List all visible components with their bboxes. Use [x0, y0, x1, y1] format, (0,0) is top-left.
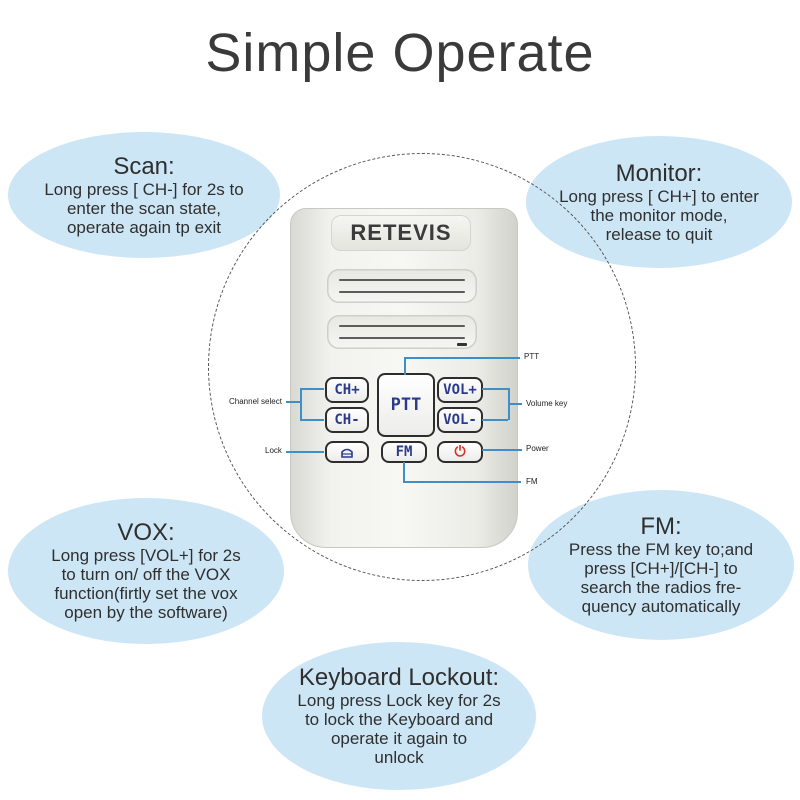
vox-heading: VOX: [117, 519, 175, 546]
speaker-grille-bottom [327, 315, 477, 349]
lock-key[interactable] [325, 441, 369, 463]
monitor-line-1: Long press [ CH+] to enter [559, 186, 759, 206]
fm-line-2: press [CH+]/[CH-] to [584, 559, 738, 578]
channel-callout-line-top [300, 388, 324, 390]
power-icon: ⏻ [454, 444, 466, 460]
keyboard-line-4: unlock [374, 748, 424, 767]
ptt-key[interactable]: PTT [377, 373, 435, 437]
channel-callout-line-h [286, 401, 300, 403]
scan-bubble: Scan: Long press [ CH-] for 2s to enter … [8, 132, 280, 258]
scan-line-3: operate again tp exit [66, 217, 222, 237]
lock-callout-line [286, 451, 324, 453]
vox-line-4: open by the software) [64, 603, 228, 622]
keyboard-line-3: operate it again to [330, 729, 468, 748]
fm-line-4: quency automatically [581, 597, 741, 616]
ptt-callout-label: PTT [524, 352, 540, 361]
keyboard-line-2: to lock the Keyboard and [304, 710, 494, 729]
brand-logo: RETEVIS [350, 220, 452, 245]
monitor-line-2: the monitor mode, [590, 205, 728, 225]
power-key[interactable]: ⏻ [437, 441, 483, 463]
volume-callout-line-h [508, 403, 522, 405]
lock-icon [341, 448, 353, 458]
fm-callout-line-h [403, 481, 521, 483]
vol-minus-key[interactable]: VOL- [437, 407, 483, 433]
keyboard-line-1: Long press Lock key for 2s [297, 691, 501, 710]
power-callout-label: Power [526, 444, 549, 453]
keyboard-heading: Keyboard Lockout: [298, 664, 500, 691]
scan-line-1: Long press [ CH-] for 2s to [44, 179, 244, 199]
ptt-callout-line-v [404, 357, 406, 375]
vol-plus-key[interactable]: VOL+ [437, 377, 483, 403]
channel-callout-line-v [300, 388, 302, 420]
channel-callout-label: Channel select [229, 397, 282, 406]
scan-line-2: enter the scan state, [66, 198, 222, 218]
ch-plus-key[interactable]: CH+ [325, 377, 369, 403]
radio-device: RETEVIS CH+ CH- PTT VOL+ VOL- FM ⏻ [290, 208, 518, 548]
fm-line-1: Press the FM key to;and [568, 540, 754, 559]
dashed-circle [208, 153, 636, 581]
volume-callout-label: Volume key [526, 399, 568, 408]
ch-minus-key[interactable]: CH- [325, 407, 369, 433]
indicator-led [457, 343, 467, 346]
volume-callout-line-bottom [482, 419, 508, 421]
vox-line-1: Long press [VOL+] for 2s [51, 546, 241, 565]
monitor-line-3: release to quit [605, 224, 713, 244]
channel-callout-line-bottom [300, 419, 324, 421]
power-callout-line [482, 449, 522, 451]
logo-plate: RETEVIS [331, 215, 471, 251]
vox-line-3: function(firtly set the vox [54, 584, 238, 603]
fm-key[interactable]: FM [381, 441, 427, 463]
vox-line-2: to turn on/ off the VOX [61, 565, 231, 584]
vox-bubble: VOX: Long press [VOL+] for 2s to turn on… [8, 498, 284, 644]
keyboard-lockout-bubble: Keyboard Lockout: Long press Lock key fo… [262, 642, 536, 790]
fm-callout-line-v [403, 462, 405, 482]
fm-heading: FM: [640, 513, 682, 540]
page-title: Simple Operate [205, 23, 595, 83]
scan-heading: Scan: [113, 152, 175, 180]
fm-line-3: search the radios fre- [580, 578, 742, 597]
fm-callout-label: FM [526, 477, 538, 486]
lock-callout-label: Lock [265, 446, 282, 455]
volume-callout-line-top [482, 388, 508, 390]
speaker-grille-top [327, 269, 477, 303]
ptt-callout-line-h [404, 357, 520, 359]
monitor-heading: Monitor: [615, 159, 703, 187]
